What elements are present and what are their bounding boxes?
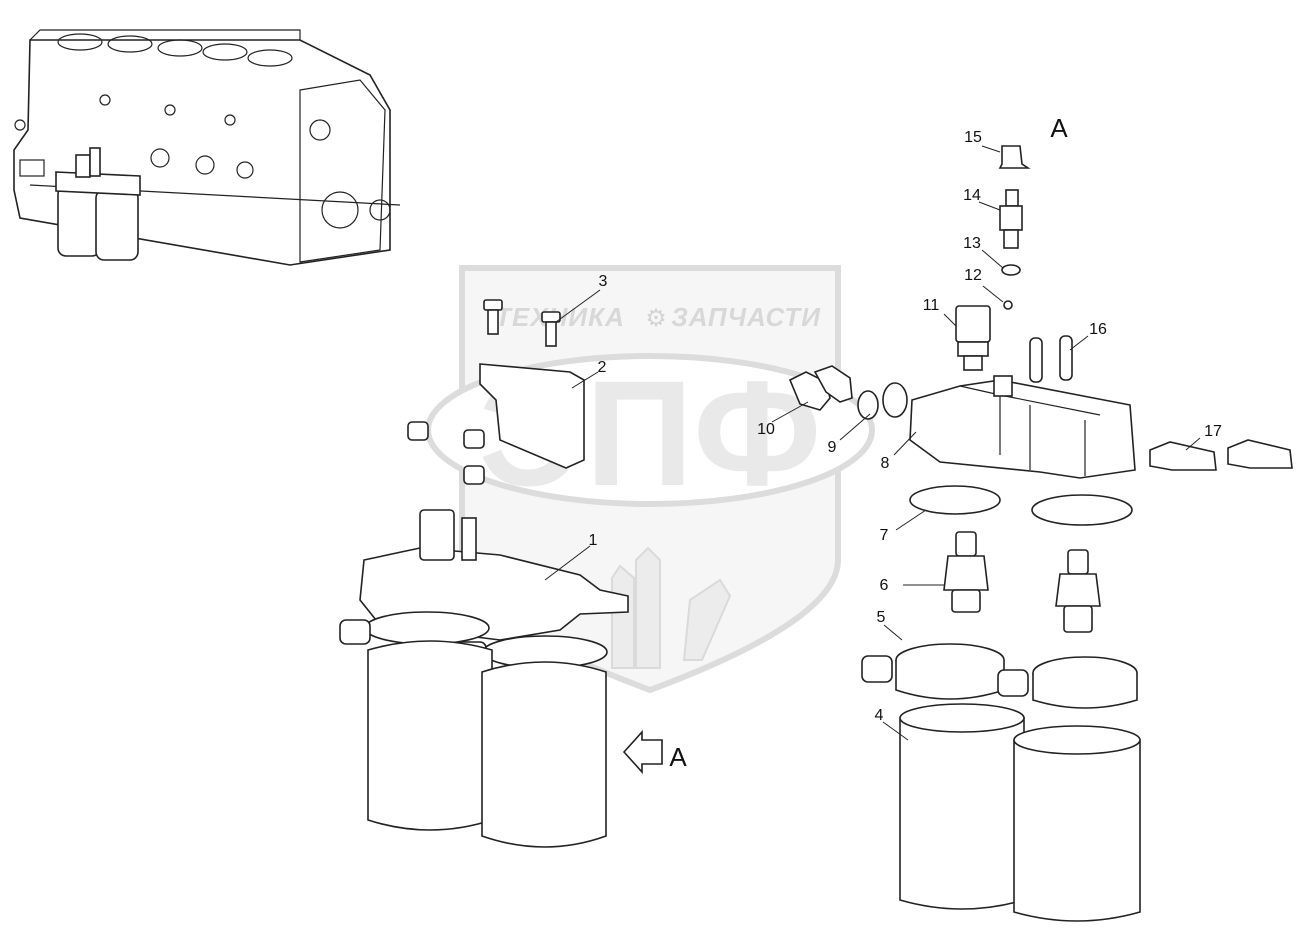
exploded-view-a <box>788 145 1293 922</box>
part-7-seal <box>909 485 1001 515</box>
part-16-pin <box>1029 337 1043 383</box>
watermark-brand-right: ЗАПЧАСТИ <box>671 302 821 332</box>
callout-13: 13 <box>963 235 981 252</box>
filter-assembly <box>339 299 663 848</box>
callouts: 1 2 3 4 5 6 7 8 9 10 11 12 13 14 15 16 1… <box>589 129 1222 724</box>
view-a-arrow-label: A <box>669 742 687 772</box>
callout-7: 7 <box>880 527 889 544</box>
callout-6: 6 <box>880 577 889 594</box>
callout-8: 8 <box>881 455 890 472</box>
bracket-bolts <box>407 421 485 485</box>
callout-10: 10 <box>757 421 775 438</box>
part-4-filters <box>899 703 1141 922</box>
wheat-icon <box>611 546 732 669</box>
view-a-arrow-icon <box>622 729 663 775</box>
callout-12: 12 <box>964 267 982 284</box>
part-14-valve <box>999 189 1023 249</box>
callout-11: 11 <box>923 297 940 314</box>
part-9-oring <box>882 382 908 418</box>
part-11-sensor <box>955 305 991 371</box>
engine-block-overview <box>13 29 401 266</box>
part-15-cap <box>998 145 1031 169</box>
part-17-nipples <box>1149 439 1293 471</box>
part-13-washer <box>1001 264 1021 276</box>
part-7-seal <box>1031 494 1133 526</box>
callout-17: 17 <box>1204 423 1222 440</box>
callout-9: 9 <box>828 439 837 456</box>
part-2-bracket <box>479 363 585 469</box>
part-8-housing <box>909 379 1136 479</box>
part-12-ball <box>1003 300 1013 310</box>
part-6-adapters <box>943 531 1101 633</box>
part-3-bolts <box>483 299 561 347</box>
callout-2: 2 <box>598 359 607 376</box>
callout-16: 16 <box>1089 321 1107 338</box>
callout-1: 1 <box>589 532 598 549</box>
callout-15: 15 <box>964 129 982 146</box>
callout-3: 3 <box>599 273 608 290</box>
callout-5: 5 <box>877 609 886 626</box>
part-9-oring <box>857 390 879 420</box>
part-10-fittings <box>788 365 853 411</box>
part-16-pin <box>1059 335 1073 381</box>
engine-mounted-filters <box>55 147 141 261</box>
gear-icon: ⚙ <box>645 305 667 332</box>
callout-4: 4 <box>875 707 884 724</box>
view-a-title: A <box>1050 113 1068 143</box>
part-5-rings <box>861 643 1138 709</box>
callout-14: 14 <box>963 187 981 204</box>
leader-lines <box>544 145 1201 741</box>
